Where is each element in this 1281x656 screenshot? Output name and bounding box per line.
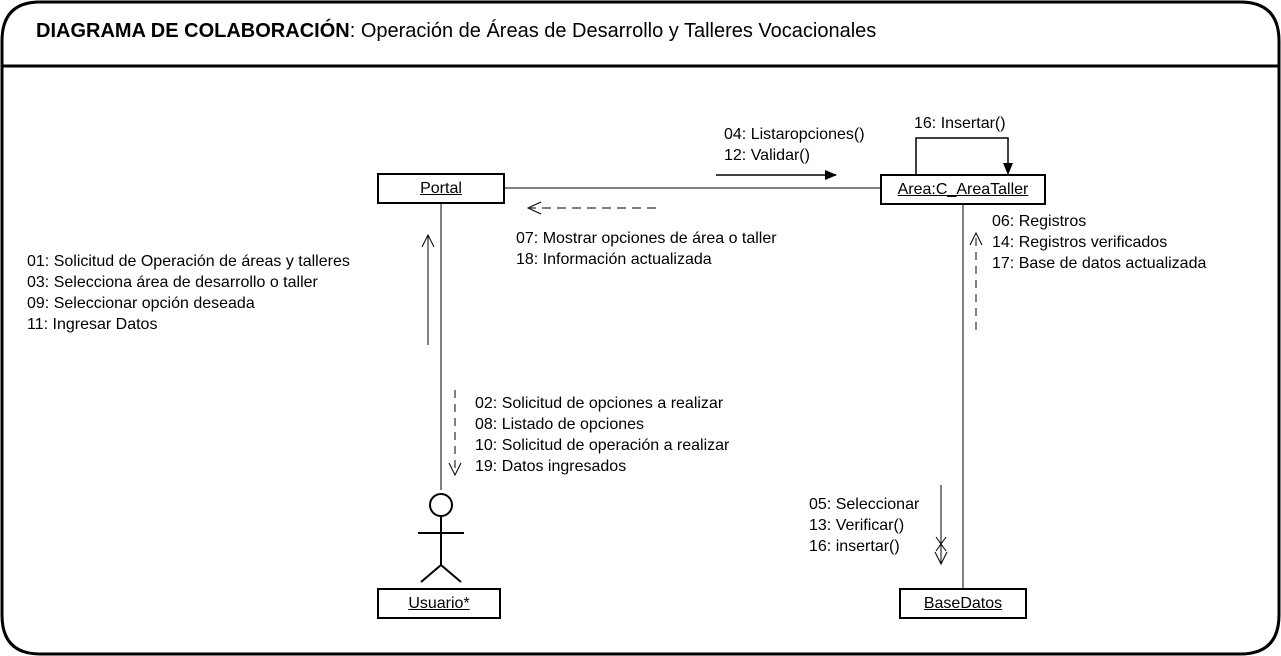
message-group-usuario-to-portal: 01: Solicitud de Operación de áreas y ta…	[27, 251, 350, 335]
object-usuario: Usuario*	[377, 588, 501, 619]
message-group-portal-to-area: 04: Listaropciones() 12: Validar()	[724, 124, 865, 166]
object-portal-label: Portal	[420, 180, 462, 197]
message-group-portal-to-usuario: 02: Solicitud de opciones a realizar 08:…	[475, 393, 729, 477]
message-label: 05: Seleccionar	[809, 496, 920, 513]
message-label: 08: Listado de opciones	[475, 416, 645, 433]
object-basedatos-label: BaseDatos	[923, 595, 1003, 612]
arrow-basedatos-to-area	[969, 231, 983, 330]
message-label: 04: Listaropciones()	[724, 126, 865, 143]
diagram-title-bold: DIAGRAMA DE COLABORACIÓN	[36, 20, 350, 42]
message-group-basedatos-to-area: 06: Registros 14: Registros verificados …	[992, 211, 1206, 274]
self-loop-area	[915, 137, 1013, 175]
actor-icon	[418, 493, 464, 583]
message-label: 17: Base de datos actualizada	[992, 255, 1207, 272]
diagram-title: DIAGRAMA DE COLABORACIÓN: Operación de Á…	[36, 20, 876, 43]
arrow-usuario-to-portal	[421, 233, 435, 345]
arrow-portal-to-usuario	[448, 390, 462, 477]
arrow-area-to-basedatos	[934, 485, 948, 566]
object-area-label: Area:C_AreaTaller	[897, 181, 1029, 198]
message-label: 16: insertar()	[809, 538, 900, 555]
message-label: 18: Información actualizada	[516, 251, 712, 268]
message-label: 16: Insertar()	[914, 115, 1006, 132]
message-label: 09: Seleccionar opción deseada	[27, 295, 255, 312]
message-label: 02: Solicitud de opciones a realizar	[475, 395, 724, 412]
message-label: 13: Verificar()	[809, 517, 905, 534]
message-label: 01: Solicitud de Operación de áreas y ta…	[27, 253, 350, 270]
diagram-title-rest: : Operación de Áreas de Desarrollo y Tal…	[349, 20, 877, 42]
message-label: 19: Datos ingresados	[475, 458, 627, 475]
message-label: 14: Registros verificados	[992, 234, 1168, 251]
object-basedatos: BaseDatos	[899, 588, 1027, 619]
message-label: 10: Solicitud de operación a realizar	[475, 437, 730, 454]
message-group-area-to-portal: 07: Mostrar opciones de área o taller 18…	[516, 228, 777, 270]
object-area: Area:C_AreaTaller	[880, 174, 1046, 205]
message-label: 07: Mostrar opciones de área o taller	[516, 230, 777, 247]
message-label: 06: Registros	[992, 213, 1087, 230]
message-group-area-to-basedatos: 05: Seleccionar 13: Verificar() 16: inse…	[809, 494, 919, 557]
object-portal: Portal	[377, 173, 505, 204]
message-label: 03: Selecciona área de desarrollo o tall…	[27, 274, 318, 291]
arrow-area-to-portal	[526, 201, 656, 215]
message-label: 12: Validar()	[724, 147, 810, 164]
message-group-self-area: 16: Insertar()	[914, 113, 1006, 134]
object-usuario-label: Usuario*	[408, 595, 470, 612]
message-label: 11: Ingresar Datos	[27, 316, 158, 333]
